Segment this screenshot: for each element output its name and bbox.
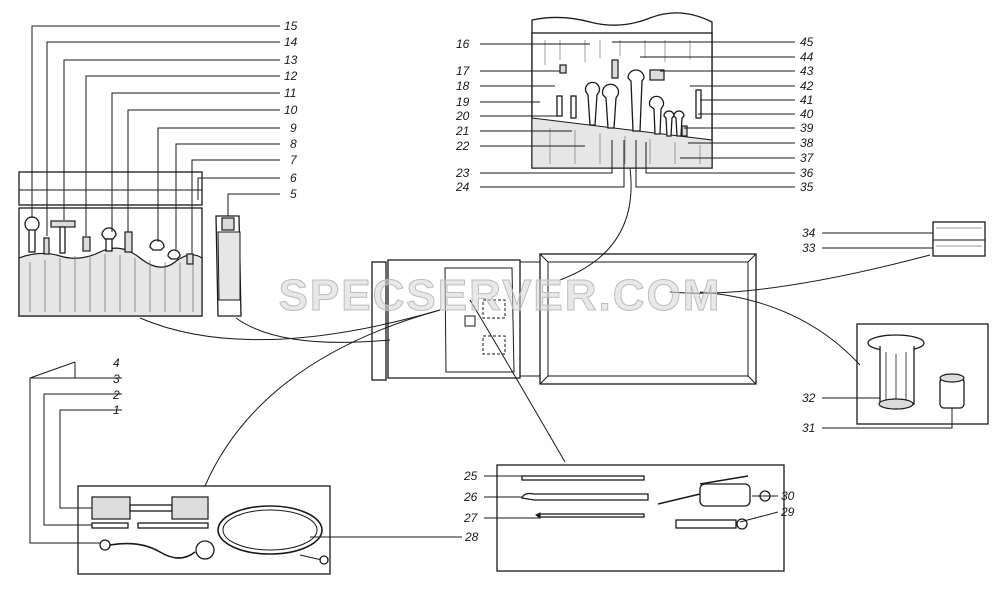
leader-lines bbox=[29, 25, 953, 544]
callout-6: 6 bbox=[290, 171, 297, 185]
callout-7: 7 bbox=[290, 153, 298, 167]
callout-numbers: 15 14 13 12 11 10 9 8 7 6 5 4 3 2 1 16 1… bbox=[112, 19, 816, 544]
callout-39: 39 bbox=[800, 121, 814, 135]
callout-19: 19 bbox=[456, 95, 470, 109]
callout-3: 3 bbox=[113, 372, 120, 386]
callout-38: 38 bbox=[800, 136, 814, 150]
callout-27: 27 bbox=[463, 511, 479, 525]
callout-22: 22 bbox=[455, 139, 470, 153]
callout-23: 23 bbox=[455, 166, 470, 180]
callout-24: 24 bbox=[455, 180, 470, 194]
callout-21: 21 bbox=[455, 124, 469, 138]
callout-14: 14 bbox=[284, 35, 298, 49]
tool-box-item-5 bbox=[215, 215, 242, 317]
callout-12: 12 bbox=[284, 69, 298, 83]
watermark-text: SPECSERVER.COM bbox=[279, 271, 722, 320]
callout-2: 2 bbox=[112, 388, 120, 402]
callout-15: 15 bbox=[284, 19, 298, 33]
callout-28: 28 bbox=[464, 530, 479, 544]
callout-44: 44 bbox=[800, 50, 814, 64]
callout-36: 36 bbox=[800, 166, 814, 180]
callout-4: 4 bbox=[113, 356, 120, 370]
tool-roll-flap bbox=[18, 171, 203, 206]
callout-35: 35 bbox=[800, 180, 814, 194]
callout-42: 42 bbox=[800, 79, 814, 93]
callout-18: 18 bbox=[456, 79, 470, 93]
callout-17: 17 bbox=[456, 64, 471, 78]
callout-20: 20 bbox=[455, 109, 470, 123]
callout-26: 26 bbox=[463, 490, 478, 504]
callout-33: 33 bbox=[802, 241, 816, 255]
callout-25: 25 bbox=[463, 469, 478, 483]
callout-32: 32 bbox=[802, 391, 816, 405]
callout-11: 11 bbox=[284, 86, 296, 100]
callout-8: 8 bbox=[290, 137, 297, 151]
callout-9: 9 bbox=[290, 121, 297, 135]
item-33-34-pads bbox=[932, 221, 986, 257]
truck-bumper bbox=[371, 261, 387, 381]
connector-lines bbox=[139, 167, 931, 487]
callout-40: 40 bbox=[800, 107, 814, 121]
truck-top-view bbox=[371, 253, 757, 385]
callout-1: 1 bbox=[113, 403, 120, 417]
callout-16: 16 bbox=[456, 37, 470, 51]
callout-13: 13 bbox=[284, 53, 298, 67]
item-31-32-box bbox=[856, 323, 989, 425]
item-1-4-28-box bbox=[77, 485, 331, 575]
callout-37: 37 bbox=[800, 151, 815, 165]
wrench-panel-top bbox=[531, 12, 713, 169]
callout-29: 29 bbox=[780, 505, 795, 519]
callout-45: 45 bbox=[800, 35, 814, 49]
item-25-30-box bbox=[496, 464, 785, 572]
tool-roll-left bbox=[18, 171, 203, 317]
callout-30: 30 bbox=[781, 489, 795, 503]
callout-43: 43 bbox=[800, 64, 814, 78]
truck-cargo-bed bbox=[539, 253, 757, 385]
wrench-panel-tools bbox=[556, 59, 702, 137]
callout-31: 31 bbox=[802, 421, 815, 435]
callout-41: 41 bbox=[800, 93, 813, 107]
callout-10: 10 bbox=[284, 103, 298, 117]
truck-cab bbox=[387, 259, 521, 379]
callout-34: 34 bbox=[802, 226, 816, 240]
callout-5: 5 bbox=[290, 187, 297, 201]
tool-roll-tools bbox=[24, 216, 194, 265]
